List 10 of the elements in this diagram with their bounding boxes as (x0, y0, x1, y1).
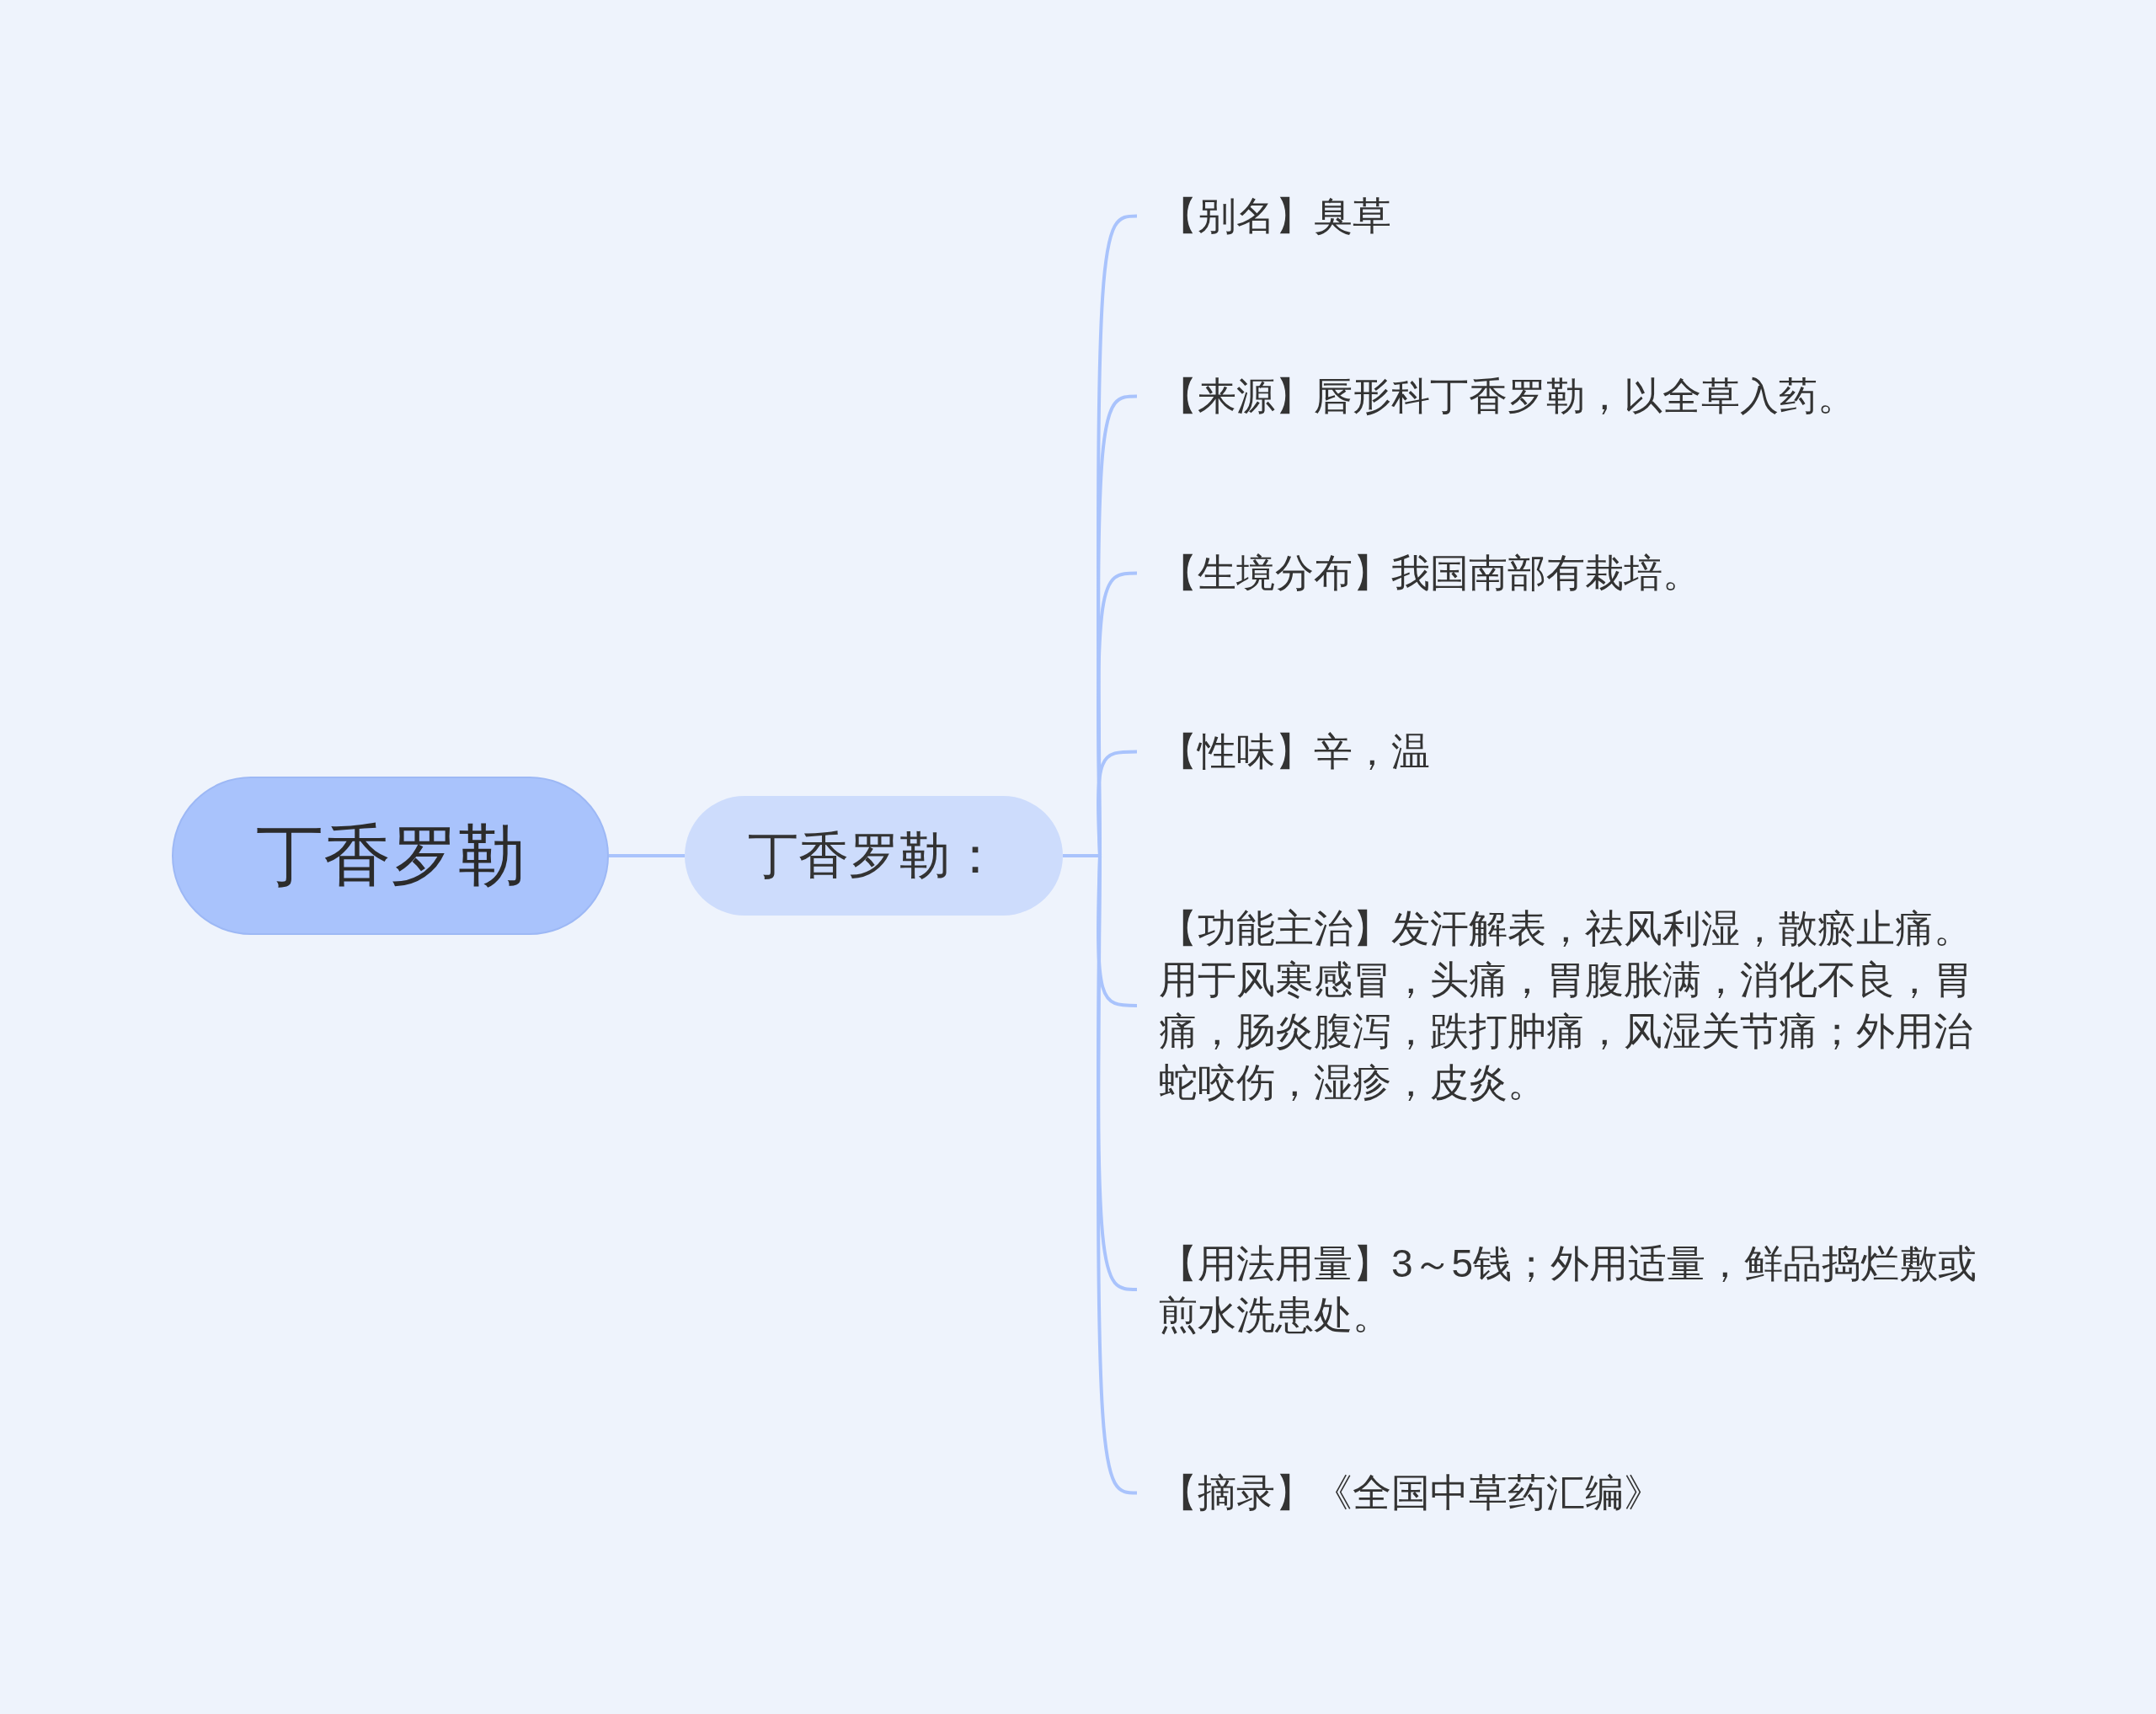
subtopic-text: 【功能主治】发汗解表，祛风利湿，散瘀止痛。用于风寒感冒，头痛，胃腹胀满，消化不良，胃痛，肠炎腹泻，跌打肿痛，风湿关节痛；外用治蛇咬伤，湿疹，皮炎。 (1137, 903, 1979, 1108)
subtopic-text: 【性味】辛，温 (1137, 726, 1979, 777)
subtopic-text: 【用法用量】3～5钱；外用适量，鲜品捣烂敷或煎水洗患处。 (1137, 1238, 1979, 1341)
subtopic-text: 【生境分布】我国南部有栽培。 (1137, 547, 1979, 599)
subtopic-text: 【摘录】《全国中草药汇编》 (1137, 1467, 1979, 1519)
subtopic-text: 【来源】唇形科丁香罗勒，以全草入药。 (1137, 371, 1979, 422)
subtopic-text: 【别名】臭草 (1137, 190, 1979, 242)
connector-line (609, 854, 685, 857)
central-topic: 丁香罗勒 (172, 777, 609, 935)
main-topic: 丁香罗勒： (685, 796, 1063, 916)
